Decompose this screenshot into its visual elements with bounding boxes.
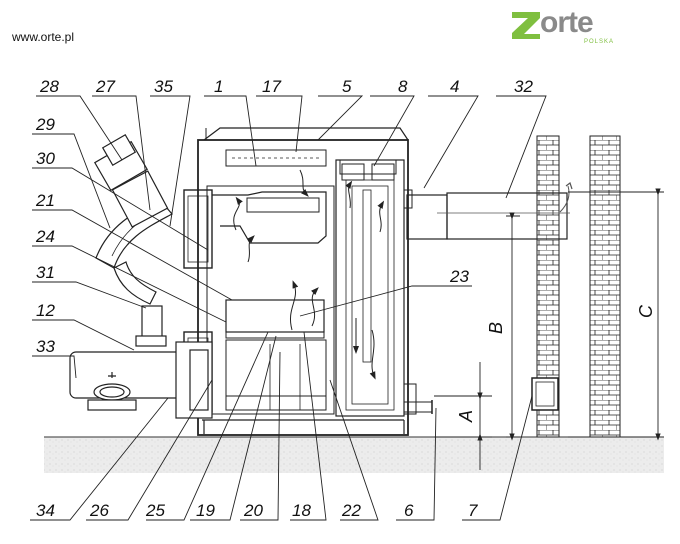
callout-20: 20 (243, 501, 263, 520)
callout-33: 33 (36, 337, 55, 356)
callout-6: 6 (404, 501, 414, 520)
callout-26: 26 (89, 501, 109, 520)
callout-24: 24 (35, 227, 55, 246)
callout-1: 1 (214, 77, 223, 96)
callouts-top: 28 27 35 1 17 5 8 4 32 (39, 77, 533, 96)
callouts-left: 29 30 21 24 31 12 33 (35, 115, 55, 356)
callout-32: 32 (514, 77, 533, 96)
callout-17: 17 (262, 77, 281, 96)
callouts-bottom: 34 26 25 19 20 18 22 6 7 (36, 501, 478, 520)
pellet-burner (69, 341, 213, 419)
chimney-wall-left (536, 135, 560, 438)
website-url: www.orte.pl (12, 30, 75, 44)
callout-35: 35 (154, 77, 173, 96)
callout-12: 12 (36, 301, 55, 320)
orte-logo: orte POLSKA (510, 6, 620, 46)
dimension-lines (434, 188, 664, 470)
floor (44, 437, 664, 473)
callout-18: 18 (292, 501, 311, 520)
dimension-c-label: C (636, 304, 656, 318)
callout-29: 29 (35, 115, 55, 134)
flow-arrows (233, 169, 385, 380)
callout-31: 31 (36, 263, 55, 282)
callout-23: 23 (449, 267, 469, 286)
callout-8: 8 (398, 77, 408, 96)
callout-21: 21 (35, 191, 55, 210)
leader-lines (30, 95, 547, 521)
callout-19: 19 (196, 501, 215, 520)
callout-4: 4 (450, 77, 459, 96)
callout-7: 7 (468, 501, 478, 520)
callout-27: 27 (95, 77, 115, 96)
callout-5: 5 (342, 77, 352, 96)
dimension-a-label: A (456, 410, 476, 423)
chimney-wall-right (589, 135, 621, 438)
orte-logo-word: orte (540, 6, 594, 39)
flue-pipe (406, 182, 573, 240)
callout-28: 28 (39, 77, 59, 96)
callout-22: 22 (341, 501, 361, 520)
callout-30: 30 (36, 149, 55, 168)
callout-34: 34 (36, 501, 55, 520)
pellet-feeder (93, 134, 173, 347)
orte-logo-subtitle: POLSKA (584, 39, 615, 45)
dimension-b-label: B (486, 322, 506, 334)
orte-logo-mark-icon (512, 12, 540, 39)
callout-25: 25 (145, 501, 165, 520)
boiler-body (183, 127, 433, 436)
